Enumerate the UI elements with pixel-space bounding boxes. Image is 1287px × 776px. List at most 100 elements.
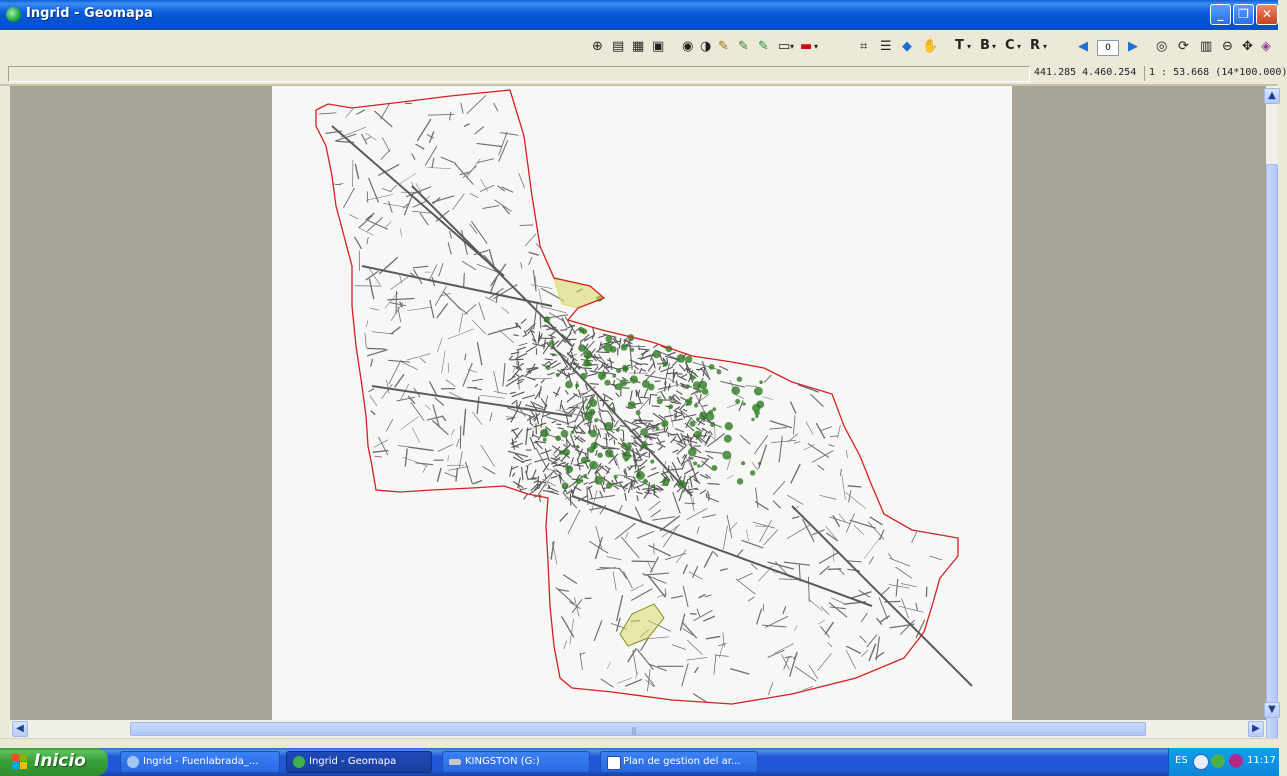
street-segment [532, 342, 546, 348]
street-segment [736, 549, 744, 557]
pencil-plus-icon[interactable]: ✎ [758, 39, 769, 54]
street-segment [460, 102, 464, 114]
pencil-icon[interactable]: ✎ [718, 39, 729, 54]
vertical-scroll-thumb[interactable] [1266, 164, 1278, 749]
menu-c-dropdown-icon[interactable]: ▾ [1017, 42, 1022, 51]
street-segment [650, 509, 662, 518]
park-patch [594, 418, 599, 423]
vertical-scrollbar[interactable]: ▲ ▼ [1264, 86, 1280, 749]
street-segment [666, 357, 669, 364]
street-segment [458, 451, 463, 468]
street-segment [535, 441, 543, 450]
pencil-check-icon[interactable]: ✎ [738, 39, 749, 54]
street-segment [614, 483, 628, 490]
page-dropdown-icon[interactable]: ▾ [790, 42, 795, 51]
highlighted-zone [553, 277, 605, 309]
street-segment [335, 183, 344, 186]
park-patch [605, 482, 613, 489]
title-bar[interactable]: Ingrid - Geomapa _ ❐ ✕ [0, 0, 1278, 30]
page-icon[interactable]: ▭ [778, 39, 791, 54]
flag-dropdown-icon[interactable]: ▾ [814, 42, 819, 51]
link-icon[interactable]: ⊖ [1222, 39, 1233, 54]
menu-t[interactable]: T [955, 38, 964, 53]
scroll-up-arrow-icon[interactable]: ▲ [1264, 88, 1280, 104]
tray-shield-icon[interactable] [1229, 754, 1243, 768]
street-segment [550, 475, 558, 479]
park-patch [576, 478, 582, 485]
start-button[interactable]: Inicio [0, 748, 108, 776]
close-button[interactable]: ✕ [1256, 4, 1278, 25]
horizontal-scroll-thumb[interactable]: ||| [130, 722, 1146, 736]
street-segment [519, 487, 527, 491]
park-patch [585, 405, 589, 410]
street-segment [706, 454, 714, 460]
map-sheet[interactable] [272, 86, 1012, 720]
street-segment [516, 346, 526, 351]
scroll-down-arrow-icon[interactable]: ▼ [1264, 702, 1280, 718]
taskbar-item-ingrid-fuenlabrada[interactable]: Ingrid - Fuenlabrada_... [120, 751, 280, 773]
map-canvas[interactable] [10, 86, 1266, 720]
nav-number-field[interactable]: 0 [1097, 40, 1119, 56]
street-segment [540, 398, 547, 407]
taskbar-item-ingrid-geomapa[interactable]: Ingrid - Geomapa [286, 751, 432, 773]
target-icon[interactable]: ◎ [1156, 39, 1168, 54]
flag-icon[interactable]: ▬ [800, 39, 813, 54]
main-road [371, 385, 573, 417]
street-segment [693, 609, 713, 622]
street-segment [520, 262, 523, 269]
horizontal-scrollbar[interactable]: ◀ ||| ▶ [10, 720, 1266, 738]
eraser-icon[interactable]: ◈ [1261, 39, 1271, 54]
arrow-left-icon[interactable]: ◀ [1078, 39, 1088, 54]
contrast-icon[interactable]: ◑ [700, 39, 712, 54]
scroll-right-arrow-icon[interactable]: ▶ [1248, 721, 1264, 737]
street-segment [560, 329, 567, 331]
street-segment [480, 444, 495, 467]
copy-icon[interactable]: ▦ [632, 39, 645, 54]
street-segment [385, 418, 394, 432]
layers-icon[interactable]: ◆ [902, 39, 912, 54]
park-patch [651, 484, 655, 488]
eye-icon[interactable]: ◉ [682, 39, 694, 54]
tray-network-icon[interactable] [1211, 754, 1225, 768]
menu-b-dropdown-icon[interactable]: ▾ [992, 42, 997, 51]
arrow-right-icon[interactable]: ▶ [1128, 39, 1138, 54]
street-segment [846, 645, 862, 654]
minimize-button[interactable]: _ [1210, 4, 1231, 25]
park-patch [699, 411, 708, 420]
save-icon[interactable]: ▣ [652, 39, 665, 54]
street-segment [531, 430, 534, 438]
print-icon[interactable]: ▤ [612, 39, 625, 54]
street-segment [398, 172, 417, 185]
menu-b[interactable]: B [980, 38, 990, 53]
street-segment [569, 343, 575, 351]
street-segment [390, 302, 407, 307]
taskbar-item-kingston-drive[interactable]: KINGSTON (G:) [442, 751, 590, 773]
street-segment [580, 333, 590, 343]
street-segment [794, 625, 798, 631]
street-segment [388, 201, 393, 213]
park-patch [594, 475, 604, 485]
restore-button[interactable]: ❐ [1233, 4, 1254, 25]
taskbar-item-plan-de-gestion[interactable]: Plan de gestion del ar... [600, 751, 758, 773]
street-segment [400, 228, 402, 237]
pan-icon[interactable]: ✥ [1242, 39, 1253, 54]
zoom-icon[interactable]: ⊕ [592, 39, 603, 54]
street-segment [545, 468, 555, 487]
list-icon[interactable]: ☰ [880, 39, 892, 54]
municipality-map[interactable] [272, 86, 1012, 720]
hand-icon[interactable]: ✋ [922, 39, 939, 54]
table-icon[interactable]: ▥ [1200, 39, 1213, 54]
language-indicator[interactable]: ES [1175, 755, 1188, 766]
scroll-left-arrow-icon[interactable]: ◀ [12, 721, 28, 737]
grid-icon[interactable]: ⌗ [860, 39, 868, 54]
menu-c[interactable]: C [1005, 38, 1015, 53]
street-segment [670, 595, 684, 599]
street-segment [619, 424, 626, 428]
menu-r[interactable]: R [1030, 38, 1041, 53]
street-segment [514, 428, 523, 440]
refresh-icon[interactable]: ⟳ [1178, 39, 1189, 54]
tray-arrow-icon[interactable] [1193, 754, 1209, 770]
street-segment [459, 171, 469, 176]
menu-r-dropdown-icon[interactable]: ▾ [1043, 42, 1048, 51]
menu-t-dropdown-icon[interactable]: ▾ [967, 42, 972, 51]
